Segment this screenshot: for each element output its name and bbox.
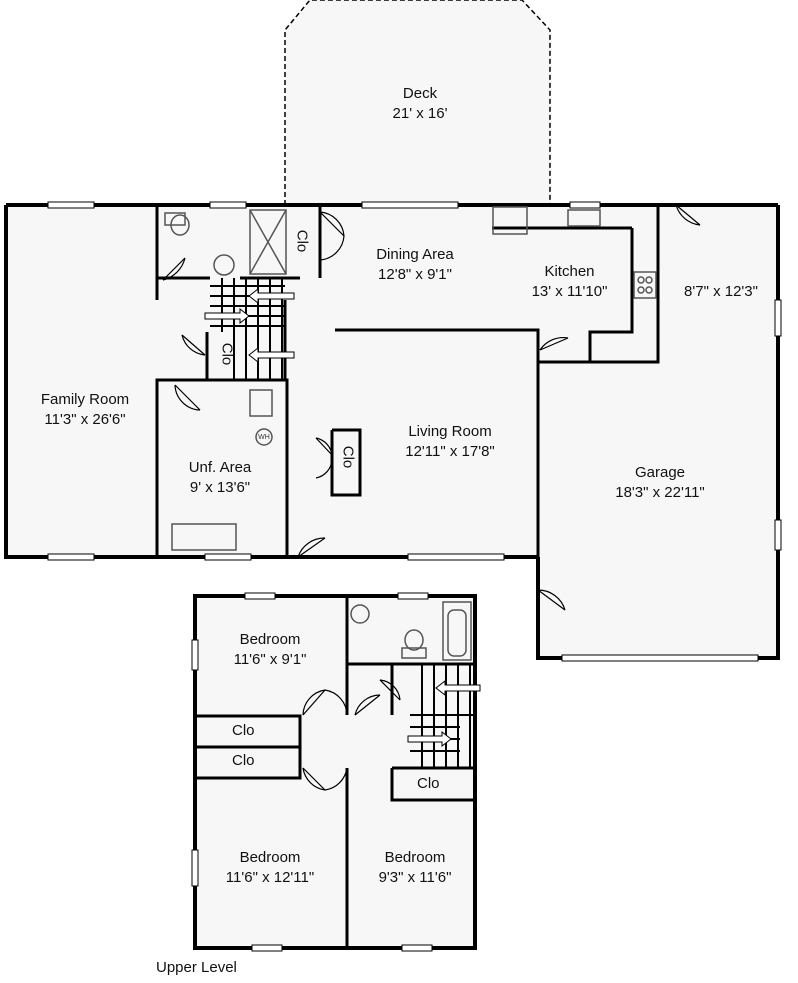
family-label: Family Room 11'3" x 26'6" xyxy=(20,390,150,430)
closet-label: Clo xyxy=(232,752,255,769)
upper-stair-arrows xyxy=(407,679,481,748)
upper-floor xyxy=(195,596,475,948)
room-dims: 11'6" x 12'11" xyxy=(225,869,315,886)
kitchen-label: Kitchen 13' x 11'10" xyxy=(512,262,627,302)
water-heater-label: WH xyxy=(258,434,270,441)
room-dims: 12'8" x 9'1" xyxy=(378,266,452,283)
upper-fixtures xyxy=(350,601,472,661)
room-dims: 18'3" x 22'11" xyxy=(615,484,705,501)
main-windows xyxy=(47,201,782,662)
upper-windows xyxy=(191,592,433,952)
stair-arrows xyxy=(204,287,295,364)
closet-label: Clo xyxy=(218,342,236,366)
living-label: Living Room 12'11" x 17'8" xyxy=(385,422,515,462)
water-heater-icon: WH xyxy=(257,431,271,445)
room-dims: 13' x 11'10" xyxy=(531,283,608,300)
garage-label: Garage 18'3" x 22'11" xyxy=(590,463,730,503)
room-name: Deck xyxy=(402,85,438,102)
room-name: Family Room xyxy=(40,391,130,408)
room-dims: 9' x 13'6" xyxy=(189,479,251,496)
dining-label: Dining Area 12'8" x 9'1" xyxy=(350,245,480,285)
room-name: Unf. Area xyxy=(188,459,252,476)
room-name: Bedroom xyxy=(384,849,446,866)
laundry-label: 8'7" x 12'3" xyxy=(666,282,776,302)
closet-label: Clo xyxy=(293,229,311,253)
room-name: Living Room xyxy=(408,423,492,440)
room-name: Bedroom xyxy=(239,631,301,648)
room-dims: 12'11" x 17'8" xyxy=(405,443,495,460)
upper-level-label: Upper Level xyxy=(156,959,237,976)
room-dims: 8'7" x 12'3" xyxy=(684,283,758,300)
upper-doors xyxy=(302,679,401,791)
upper-exterior-walls xyxy=(193,594,477,950)
room-dims: 11'3" x 26'6" xyxy=(44,411,126,428)
room-name: Bedroom xyxy=(239,849,301,866)
deck-outline xyxy=(284,0,551,205)
main-fixtures xyxy=(164,206,657,551)
closet-label: Clo xyxy=(417,775,440,792)
closet-label: Clo xyxy=(232,722,255,739)
main-doors xyxy=(162,204,701,611)
room-name: Dining Area xyxy=(376,246,454,263)
deck-floor xyxy=(285,0,550,205)
unf-area-label: Unf. Area 9' x 13'6" xyxy=(165,458,275,498)
room-dims: 21' x 16' xyxy=(392,105,448,122)
bedroom-1-label: Bedroom 11'6" x 9'1" xyxy=(210,630,330,670)
bedroom-3-label: Bedroom 9'3" x 11'6" xyxy=(355,848,475,888)
deck-label: Deck 21' x 16' xyxy=(370,84,470,124)
room-dims: 9'3" x 11'6" xyxy=(378,869,452,886)
room-name: Kitchen xyxy=(544,263,595,280)
bedroom-2-label: Bedroom 11'6" x 12'11" xyxy=(210,848,330,888)
room-dims: 11'6" x 9'1" xyxy=(233,651,307,668)
closet-label: Clo xyxy=(339,445,357,469)
room-name: Garage xyxy=(634,464,686,481)
